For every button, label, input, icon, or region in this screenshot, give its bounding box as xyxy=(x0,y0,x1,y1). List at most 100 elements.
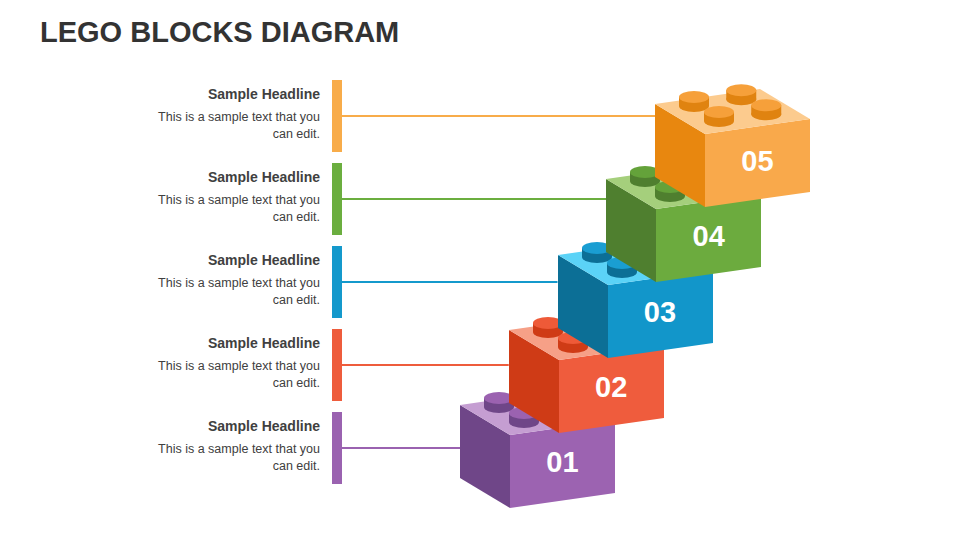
color-bar xyxy=(332,246,342,318)
stud-top xyxy=(558,332,588,344)
block-shape xyxy=(655,74,815,209)
block-faces xyxy=(509,310,664,433)
headline: Sample Headline xyxy=(150,417,320,435)
stud xyxy=(531,385,561,406)
stud-top xyxy=(703,175,733,187)
stud-top xyxy=(751,99,781,111)
stud-side xyxy=(703,181,733,190)
text-group: Sample HeadlineThis is a sample text tha… xyxy=(150,329,342,401)
body-text: This is a sample text that you can edit. xyxy=(158,109,320,143)
stud-top xyxy=(704,106,734,118)
color-bar xyxy=(332,80,342,152)
lego-block: 05 xyxy=(655,74,815,209)
stud-base xyxy=(703,184,733,196)
stud-top xyxy=(726,84,756,96)
stud-top xyxy=(509,407,539,419)
stud xyxy=(629,235,659,256)
block-front-face xyxy=(656,194,761,282)
stud-base xyxy=(678,169,708,181)
stud xyxy=(558,332,588,353)
stud-top xyxy=(605,325,635,337)
headline: Sample Headline xyxy=(150,168,320,186)
headline: Sample Headline xyxy=(150,251,320,269)
stud xyxy=(703,175,733,196)
headline: Sample Headline xyxy=(150,334,320,352)
block-top-face xyxy=(606,164,761,209)
block-top-face xyxy=(655,89,810,134)
body-text: This is a sample text that you can edit. xyxy=(158,275,320,309)
block-front-face xyxy=(608,270,713,358)
stud xyxy=(556,400,586,421)
stud-base xyxy=(556,409,586,421)
color-bar xyxy=(332,163,342,235)
body-text: This is a sample text that you can edit. xyxy=(158,192,320,226)
stud-top xyxy=(533,317,563,329)
stud-base xyxy=(531,394,561,406)
block-front-face xyxy=(510,420,615,508)
number-holder: 02 xyxy=(559,370,664,404)
stud xyxy=(580,310,610,331)
stud-top xyxy=(484,392,514,404)
block-number: 02 xyxy=(595,371,627,403)
stud xyxy=(630,166,660,187)
leader-line xyxy=(342,281,558,283)
block-faces xyxy=(606,160,761,283)
stud xyxy=(704,106,734,127)
text-group: Sample HeadlineThis is a sample text tha… xyxy=(150,246,342,318)
stud-top xyxy=(630,166,660,178)
block-number: 05 xyxy=(741,145,773,177)
stud-top xyxy=(629,235,659,247)
block-faces xyxy=(460,385,615,508)
color-bar xyxy=(332,329,342,401)
block-front-face xyxy=(559,345,664,433)
stud xyxy=(484,392,514,413)
number-holder: 01 xyxy=(510,445,615,479)
number-holder: 03 xyxy=(608,295,713,329)
text-group: Sample HeadlineThis is a sample text tha… xyxy=(150,163,342,235)
slide-title: LEGO BLOCKS DIAGRAM xyxy=(40,16,399,49)
stud-side xyxy=(678,166,708,175)
block-number: 01 xyxy=(546,446,578,478)
stud xyxy=(678,160,708,181)
stud xyxy=(655,181,685,202)
stud xyxy=(726,84,756,105)
body-text: This is a sample text that you can edit. xyxy=(158,441,320,475)
stud xyxy=(607,257,637,278)
stud-side xyxy=(531,391,561,400)
stud-top xyxy=(678,160,708,172)
block-number: 03 xyxy=(644,296,676,328)
block-front-face xyxy=(705,119,810,207)
stud xyxy=(654,250,684,271)
stud-top xyxy=(531,385,561,397)
stud-base xyxy=(629,244,659,256)
leader-line xyxy=(342,115,655,117)
leader-line xyxy=(342,198,606,200)
stud-side xyxy=(580,316,610,325)
leader-line xyxy=(342,364,509,366)
block-top-face xyxy=(460,390,615,435)
color-bar xyxy=(332,412,342,484)
block-number: 04 xyxy=(693,220,725,252)
stud xyxy=(533,317,563,338)
stud xyxy=(509,407,539,428)
block-top-face xyxy=(509,315,664,360)
block-faces xyxy=(655,84,810,207)
number-holder: 05 xyxy=(705,144,810,178)
stud-top xyxy=(654,250,684,262)
block-faces xyxy=(558,235,713,358)
stud xyxy=(751,99,781,120)
stud-base xyxy=(605,334,635,346)
stud-base xyxy=(654,259,684,271)
stud-side xyxy=(629,241,659,250)
stud-side xyxy=(605,331,635,340)
stud-side xyxy=(556,406,586,415)
stud xyxy=(679,91,709,112)
stud-top xyxy=(556,400,586,412)
stud-side xyxy=(654,256,684,265)
number-holder: 04 xyxy=(656,219,761,253)
stud-top xyxy=(580,310,610,322)
stud-top xyxy=(582,242,612,254)
stud-base xyxy=(580,319,610,331)
block-top-face xyxy=(558,240,713,285)
